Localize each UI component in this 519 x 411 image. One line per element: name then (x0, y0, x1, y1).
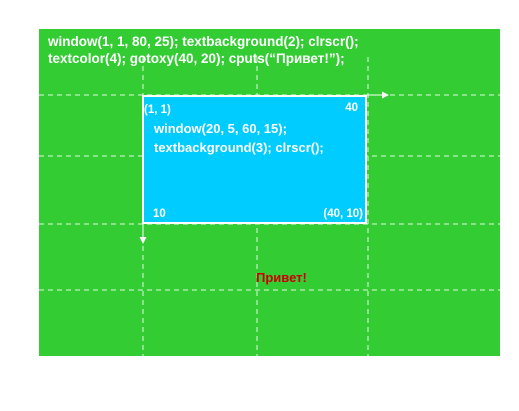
window-bottom-right-label: (40, 10) (323, 208, 363, 220)
code-line-2: textcolor(4); gotoxy(40, 20); cputs(“При… (48, 51, 345, 66)
window-bottom-left-label: 10 (153, 208, 166, 220)
window-top-left-label: (1, 1) (144, 104, 171, 116)
window-top-right-label: 40 (345, 102, 358, 114)
axis-arrows (139, 91, 389, 244)
code-line-1: window(1, 1, 80, 25); textbackground(2);… (48, 34, 359, 49)
window-code-line-1: window(20, 5, 60, 15); (154, 121, 287, 136)
screen-area: window(1, 1, 80, 25); textbackground(2);… (39, 29, 500, 356)
x-axis-arrow-head (382, 91, 389, 99)
y-axis-arrow-head (139, 237, 147, 244)
window-code-line-2: textbackground(3); clrscr(); (154, 140, 324, 155)
output-text: Привет! (256, 270, 307, 285)
text-window: (1, 1) 40 window(20, 5, 60, 15); textbac… (142, 95, 367, 224)
